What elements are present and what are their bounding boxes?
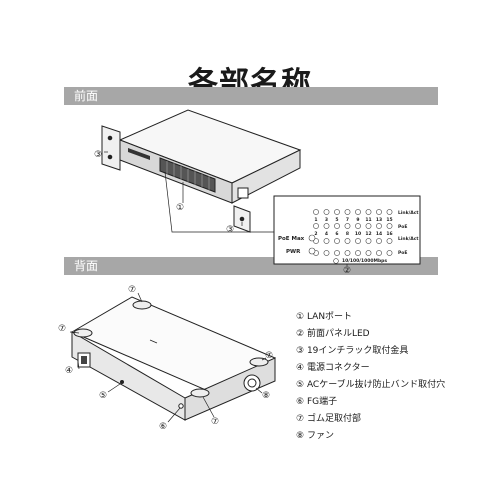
led-indicator — [313, 223, 319, 229]
led-indicator — [355, 250, 361, 256]
port-number-label: 12 — [365, 231, 371, 237]
legend-item: ① LANポート — [296, 309, 445, 326]
port-number-label: 10 — [355, 231, 361, 237]
led-speed-label: 10/100/1000Mbps — [342, 258, 387, 264]
legend-label: FG端子 — [306, 397, 338, 407]
legend-label: ACケーブル抜け防止バンド取付穴 — [306, 380, 446, 390]
legend-label: ファン — [306, 431, 334, 441]
led-indicator — [334, 250, 340, 256]
led-label-pwr: PWR — [286, 249, 301, 255]
led-indicator — [323, 238, 330, 244]
led-indicator — [386, 250, 393, 256]
port-number-label: 8 — [346, 231, 349, 237]
legend-item: ⑧ ファン — [296, 428, 445, 445]
legend-item: ⑥ FG端子 — [296, 394, 445, 411]
port-number-label: 3 — [325, 217, 328, 223]
led-indicator — [344, 250, 351, 256]
led-indicator — [334, 238, 340, 244]
port-number-label: 11 — [365, 217, 371, 223]
led-indicator — [334, 209, 340, 215]
led-indicator — [344, 238, 351, 244]
led-poe-bottom: PoE — [398, 250, 407, 256]
led-indicator — [344, 223, 351, 229]
port-number-label: 16 — [386, 231, 392, 237]
legend-item: ⑦ ゴム足取付部 — [296, 411, 445, 428]
legend-item: ③ 19インチラック取付金具 — [296, 343, 445, 360]
legend-number: ⑦ — [296, 414, 307, 424]
port-number-label: 14 — [376, 231, 382, 237]
legend-label: LANポート — [306, 312, 353, 322]
legend-item: ② 前面パネルLED — [296, 326, 445, 343]
led-indicator — [376, 223, 382, 229]
port-number-label: 13 — [376, 217, 382, 223]
callout-3-front-right: ③ — [226, 225, 234, 235]
callout-4: ④ — [65, 366, 73, 376]
led-indicator — [365, 238, 372, 244]
front-switch-illustration — [101, 109, 302, 233]
led-indicator — [386, 238, 393, 244]
legend-label: ゴム足取付部 — [306, 414, 361, 424]
led-indicator — [355, 223, 361, 229]
legend-item: ⑤ ACケーブル抜け防止バンド取付穴 — [296, 377, 445, 394]
led-indicator — [386, 223, 393, 229]
led-indicator — [376, 238, 382, 244]
led-poe-top: PoE — [398, 224, 407, 230]
led-indicator — [344, 209, 351, 215]
legend-number: ① — [296, 312, 307, 322]
callout-3-front-left: ③ — [94, 150, 102, 160]
callout-2: ② — [343, 266, 351, 276]
port-number-label: 5 — [335, 217, 338, 223]
legend-number: ④ — [296, 363, 307, 373]
callout-7-back-bottom: ⑦ — [211, 417, 219, 427]
led-indicator — [355, 209, 361, 215]
port-number-label: 6 — [335, 231, 338, 237]
legend-number: ⑧ — [296, 431, 307, 441]
callout-7-back-left: ⑦ — [58, 324, 66, 334]
led-indicator — [334, 223, 340, 229]
legend-item: ④ 電源コネクター — [296, 360, 445, 377]
back-callout-lines — [69, 292, 267, 423]
front-callout-lines — [104, 151, 274, 233]
back-switch-illustration — [70, 296, 277, 421]
callout-5: ⑤ — [99, 391, 107, 401]
callout-6: ⑥ — [159, 422, 167, 432]
legend-number: ② — [296, 329, 307, 339]
callout-8: ⑧ — [262, 391, 270, 401]
legend-number: ⑥ — [296, 397, 307, 407]
led-indicator — [365, 209, 372, 215]
led-link-act-bottom: Link/Act — [398, 236, 419, 242]
callout-7-back-right: ⑦ — [265, 351, 273, 361]
section-label-front: 前面 — [64, 87, 438, 105]
led-indicator — [376, 250, 382, 256]
callout-1-front: ① — [176, 203, 184, 213]
legend-label: 19インチラック取付金具 — [306, 346, 409, 356]
led-indicator — [355, 238, 361, 244]
led-link-act-top: Link/Act — [398, 210, 419, 216]
port-number-label: 15 — [386, 217, 392, 223]
led-label-poe-max: PoE Max — [278, 236, 305, 242]
port-number-label: 1 — [314, 217, 317, 223]
led-indicator — [365, 223, 372, 229]
legend-label: 前面パネルLED — [306, 329, 370, 339]
led-indicator — [313, 209, 319, 215]
port-number-label: 7 — [346, 217, 349, 223]
led-indicator — [376, 209, 382, 215]
port-number-label: 2 — [314, 231, 317, 237]
legend-number: ③ — [296, 346, 307, 356]
legend-label: 電源コネクター — [306, 363, 370, 373]
led-indicator — [323, 250, 330, 256]
led-panel: PWR PoE Max Link/Act PoE Link/Act PoE 10… — [273, 195, 421, 265]
led-indicator — [365, 250, 372, 256]
legend-number: ⑤ — [296, 380, 307, 390]
led-indicator — [323, 223, 330, 229]
callout-7-back-top: ⑦ — [128, 285, 136, 295]
port-number-label: 9 — [356, 217, 359, 223]
port-number-label: 4 — [325, 231, 328, 237]
led-indicator — [386, 209, 393, 215]
led-indicator — [323, 209, 330, 215]
